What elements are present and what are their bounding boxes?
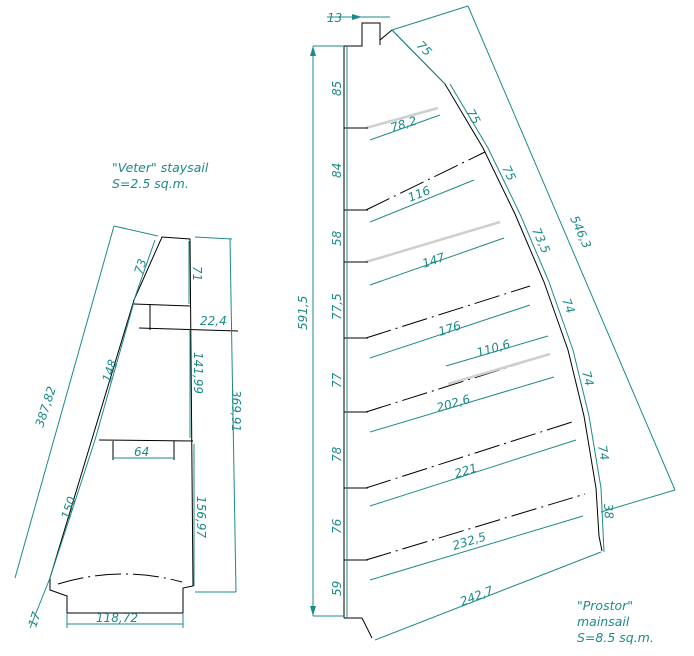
leech-label-6: 74 xyxy=(579,369,596,387)
staysail-foot-curve xyxy=(57,573,183,585)
batten-5b xyxy=(447,352,551,386)
luff-label-7: 76 xyxy=(330,518,344,534)
staysail-drawing: "Veter" staysail S=2.5 sq.m. 387,82 73 1… xyxy=(14,160,243,629)
luff-label-3: 58 xyxy=(330,230,344,246)
dim-batten-4 xyxy=(369,304,531,359)
dim-leech-2 xyxy=(449,83,489,149)
dim-label-591: 591,5 xyxy=(296,296,310,330)
dim-batten-8 xyxy=(374,551,602,641)
batten-label-6: 221 xyxy=(453,461,479,481)
dim-leech-3 xyxy=(487,147,521,215)
mainsail-outline xyxy=(343,22,603,618)
dim-ext-546-bot xyxy=(600,489,676,513)
staysail-head-line xyxy=(133,303,191,307)
mainsail-subtitle: mainsail xyxy=(577,614,630,629)
dim-label-13: 13 xyxy=(327,11,342,25)
dim-label-73: 73 xyxy=(132,257,150,276)
dim-line-369 xyxy=(229,238,237,593)
leech-label-3: 75 xyxy=(499,163,518,183)
dim-label-546: 546,3 xyxy=(567,214,594,251)
batten-3 xyxy=(365,220,501,264)
batten-label-8: 242,7 xyxy=(458,583,495,609)
dim-line-148 xyxy=(94,301,135,441)
luff-label-6: 78 xyxy=(330,446,344,462)
luff-label-4: 77,5 xyxy=(330,293,344,320)
batten-4 xyxy=(365,285,531,339)
dim-ext-387 xyxy=(113,225,159,237)
batten-7 xyxy=(365,493,586,561)
arrow-591-top xyxy=(310,46,316,56)
batten-label-1: 78,2 xyxy=(389,114,419,135)
dim-batten-7 xyxy=(369,515,584,581)
dim-label-64: 64 xyxy=(134,445,149,459)
batten-label-4: 176 xyxy=(437,318,463,339)
batten-label-5a: 110,6 xyxy=(475,337,512,360)
dim-leech-6 xyxy=(572,349,590,417)
dim-batten-6 xyxy=(369,439,577,507)
batten-label-2: 116 xyxy=(406,183,433,205)
dim-leech-5 xyxy=(548,281,574,351)
staysail-mid-line xyxy=(98,439,194,442)
arrow-591-bot xyxy=(310,606,316,616)
dim-batten-5a xyxy=(445,335,549,367)
dim-line-17 xyxy=(29,577,51,629)
luff-label-1: 85 xyxy=(330,81,344,96)
luff-ticks xyxy=(344,127,368,561)
staysail-outline xyxy=(49,236,194,614)
dim-leech-4 xyxy=(519,213,550,283)
dim-ext-369-top xyxy=(194,236,233,240)
dim-label-71: 71 xyxy=(190,266,204,281)
dim-line-387 xyxy=(14,225,115,579)
dim-label-369: 369,91 xyxy=(229,390,243,432)
batten-2 xyxy=(365,151,486,211)
batten-label-3: 147 xyxy=(420,250,447,271)
luff-label-2: 84 xyxy=(330,163,344,178)
dim-leech-7 xyxy=(588,415,602,489)
leech-label-5: 74 xyxy=(559,296,577,315)
dim-label-150: 150 xyxy=(59,494,80,520)
batten-1 xyxy=(365,106,439,130)
leech-label-2: 75 xyxy=(463,107,483,127)
dim-line-150 xyxy=(49,439,96,579)
dim-leech-1 xyxy=(391,29,446,85)
dim-batten-2 xyxy=(369,179,475,223)
staysail-head-width xyxy=(138,327,239,332)
dim-label-156: 156,97 xyxy=(194,496,208,538)
dim-ext-546-top xyxy=(391,5,469,31)
dim-label-118: 118,72 xyxy=(96,611,138,625)
luff-label-5: 77 xyxy=(330,372,344,388)
dim-label-387: 387,82 xyxy=(33,385,59,429)
dim-line-546 xyxy=(467,5,676,491)
leech-label-8: 38 xyxy=(601,503,616,520)
leech-label-4: 73,5 xyxy=(529,226,553,256)
batten-label-5: 202,6 xyxy=(435,392,472,415)
staysail-title: "Veter" staysail xyxy=(112,160,209,175)
arrow-13-l xyxy=(352,14,362,20)
mainsail-foot-edge xyxy=(361,617,373,639)
dim-batten-1 xyxy=(369,114,441,141)
luff-label-8: 59 xyxy=(330,581,344,596)
staysail-area: S=2.5 sq.m. xyxy=(112,176,189,191)
mainsail-title: "Prostor" xyxy=(577,598,633,613)
mainsail-area: S=8.5 sq.m. xyxy=(577,630,654,645)
dim-batten-3 xyxy=(369,237,505,286)
dim-label-22: 22,4 xyxy=(200,314,227,328)
dim-label-17: 17 xyxy=(26,610,44,629)
dim-leech-8 xyxy=(600,487,605,553)
batten-6 xyxy=(365,421,573,489)
mainsail-drawing: 13 591,5 546,3 85 84 58 77,5 77 78 76 59… xyxy=(296,5,676,645)
dim-label-141: 141,99 xyxy=(191,352,205,394)
leech-label-7: 74 xyxy=(595,444,611,461)
dim-line-73 xyxy=(133,239,156,301)
dim-label-148: 148 xyxy=(100,357,121,383)
dim-batten-5 xyxy=(369,376,555,433)
